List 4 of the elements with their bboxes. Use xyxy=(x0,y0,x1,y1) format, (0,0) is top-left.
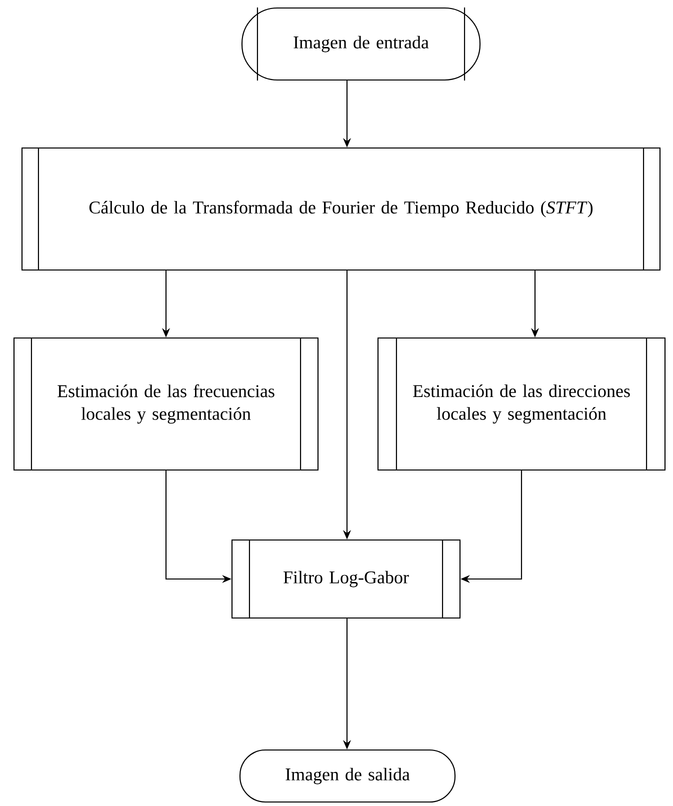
process-box: Estimación de las frecuencias locales y segmentación xyxy=(13,337,319,471)
process-box: Estimación de las direcciones locales y segmentación xyxy=(377,337,666,471)
process-box: Filtro Log-Gabor xyxy=(231,539,461,619)
process-box: Cálculo de la Transformada de Fourier de Tiempo Reducido (STFT) xyxy=(21,147,661,271)
